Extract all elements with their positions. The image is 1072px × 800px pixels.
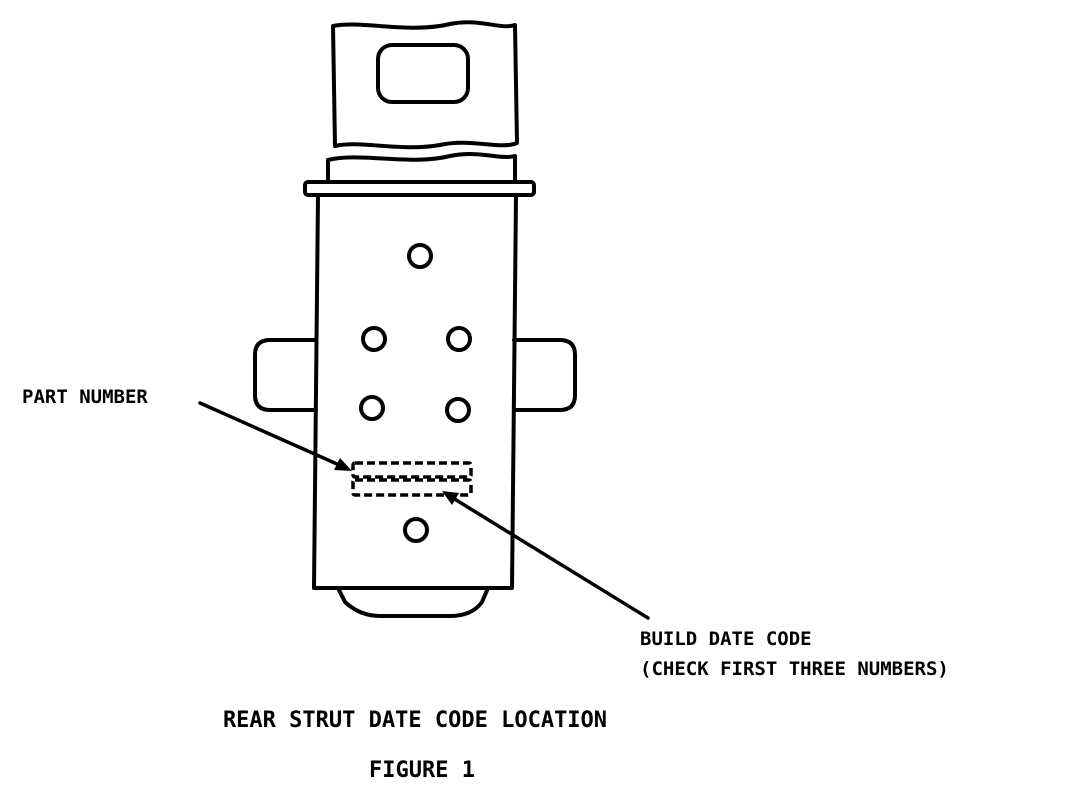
strut-rod (326, 152, 517, 184)
mounting-hole (403, 517, 429, 543)
strut-collar (303, 180, 536, 197)
part-number-leader (198, 401, 348, 470)
part-number-arrowhead (334, 458, 352, 471)
build-date-code-label: BUILD DATE CODE (640, 628, 812, 650)
part-number-box (351, 461, 473, 479)
knuckle-mount-right (512, 338, 577, 412)
upper-bracket (331, 20, 519, 150)
build-date-code-leader (446, 493, 650, 620)
mounting-hole (445, 397, 471, 423)
bracket-slot (376, 43, 470, 104)
mounting-hole (361, 326, 387, 352)
build-date-code-box (351, 478, 473, 497)
strut-body (312, 193, 518, 590)
mounting-hole (407, 243, 433, 269)
build-date-arrowhead (442, 491, 459, 505)
knuckle-mount-left (253, 338, 318, 412)
part-number-label: PART NUMBER (22, 386, 148, 408)
build-date-code-note: (CHECK FIRST THREE NUMBERS) (640, 658, 949, 680)
mounting-hole (359, 395, 385, 421)
mounting-hole (446, 326, 472, 352)
strut-bottom-cap (336, 586, 490, 618)
figure-number: FIGURE 1 (369, 758, 475, 783)
figure-title: REAR STRUT DATE CODE LOCATION (223, 708, 607, 733)
